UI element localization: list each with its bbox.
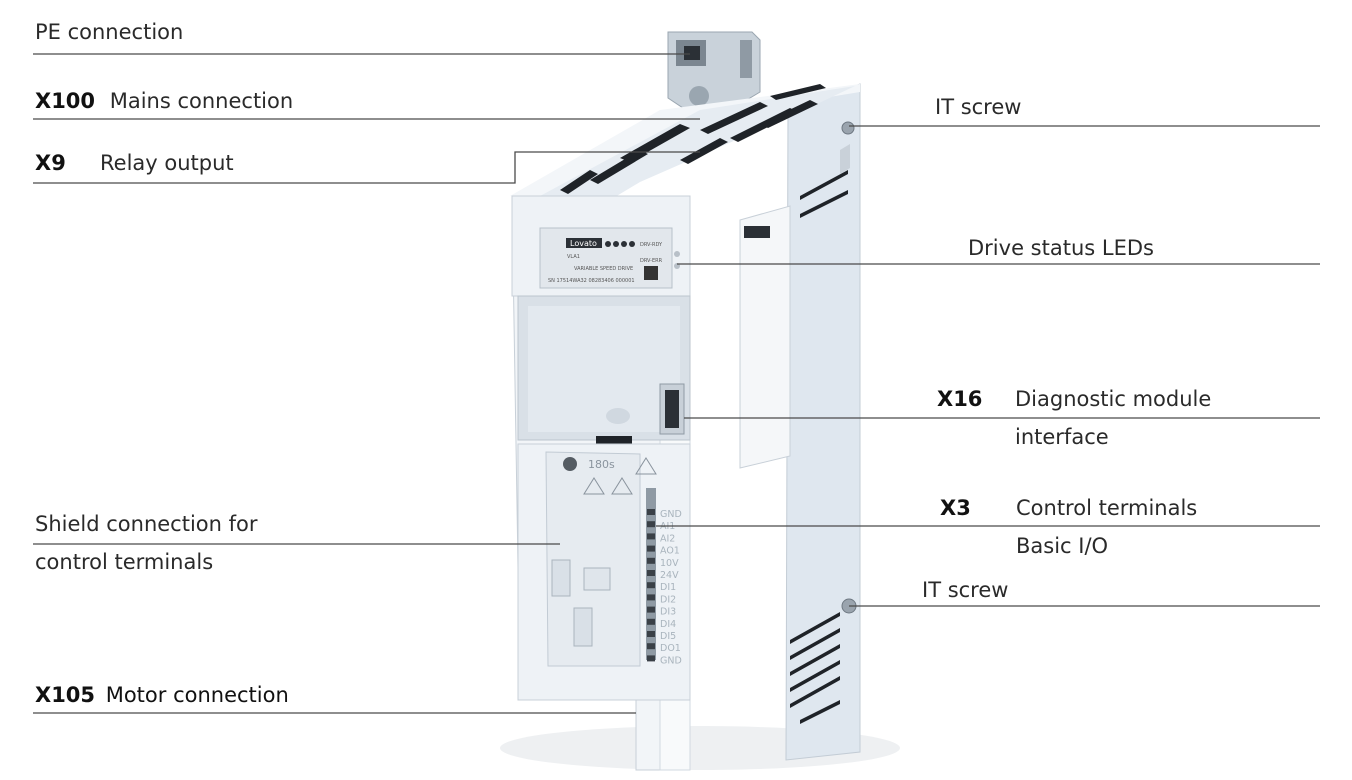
terminal-hole [647, 509, 655, 515]
terminal-hole [647, 557, 655, 564]
terminal-hole [647, 533, 655, 540]
terminal-holes [647, 509, 655, 662]
svg-text:DRV-ERR: DRV-ERR [640, 258, 663, 264]
terminal-hole [647, 582, 655, 589]
terminal-hole [647, 545, 655, 552]
svg-text:SN 17514WA32 08283406 000001: SN 17514WA32 08283406 000001 [548, 278, 635, 284]
x3-code: X3 [940, 496, 971, 520]
terminal-hole [647, 606, 655, 613]
shield-line1: Shield connection for [35, 512, 258, 536]
label-x3-line2: Basic I/O [1016, 534, 1108, 558]
x105-text: Motor connection [105, 683, 289, 707]
brand-mark: Lovato [570, 239, 597, 248]
terminal-label-ai2: AI2 [660, 533, 675, 544]
x9-text: Relay output [100, 151, 234, 175]
x3-line1: Control terminals [1016, 496, 1198, 520]
terminal-label-di1: DI1 [660, 582, 676, 593]
label-x105: X105 Motor connection [35, 683, 289, 707]
terminal-label-24v: 24V [660, 570, 679, 581]
terminal-label-di2: DI2 [660, 594, 676, 605]
x16-code: X16 [937, 387, 983, 411]
it-bottom-text: IT screw [922, 578, 1009, 602]
svg-text:VLA1: VLA1 [567, 254, 580, 260]
label-x9: X9 Relay output [35, 151, 234, 175]
x16-line2: interface [1015, 425, 1109, 449]
terminal-hole [647, 643, 655, 650]
terminal-label-ao1: AO1 [660, 546, 680, 557]
terminal-label-ai1: AI1 [660, 521, 675, 532]
pe-text: PE connection [35, 20, 184, 44]
terminal-hole [647, 570, 655, 576]
x9-leader-line [33, 151, 700, 184]
terminal-label-di4: DI4 [660, 619, 676, 630]
terminal-hole [647, 631, 655, 637]
shield-line2: control terminals [35, 550, 214, 574]
terminal-label-gnd: GND [660, 655, 682, 666]
x100-code: X100 [35, 89, 96, 113]
label-x16-line2: interface [1015, 425, 1109, 449]
label-x16: X16 Diagnostic module [937, 387, 1211, 411]
it-top-text: IT screw [935, 95, 1022, 119]
label-x3: X3 Control terminals [940, 496, 1197, 520]
label-pe-connection: PE connection [35, 20, 183, 44]
x100-text: Mains connection [109, 89, 294, 113]
x105-code: X105 [35, 683, 96, 707]
label-it-screw-top: IT screw [935, 95, 1021, 119]
label-it-screw-bottom: IT screw [922, 578, 1008, 602]
label-shield: Shield connection for [35, 512, 258, 536]
label-shield-line2: control terminals [35, 550, 213, 574]
terminal-label-gnd: GND [660, 509, 682, 520]
svg-text:DRV-RDY: DRV-RDY [640, 242, 663, 248]
x3-line2: Basic I/O [1016, 534, 1109, 558]
label-x100: X100 Mains connection [35, 89, 293, 113]
terminal-label-di3: DI3 [660, 607, 676, 618]
svg-text:VARIABLE SPEED DRIVE: VARIABLE SPEED DRIVE [574, 266, 633, 272]
terminal-hole [647, 618, 655, 625]
terminal-hole [647, 655, 655, 662]
label-drive-status-leds: Drive status LEDs [968, 236, 1154, 260]
terminal-label-do1: DO1 [660, 643, 681, 654]
terminal-label-10v: 10V [660, 558, 679, 569]
terminal-hole [647, 521, 655, 528]
leds-text: Drive status LEDs [968, 236, 1154, 260]
svg-text:180s: 180s [588, 458, 615, 471]
terminal-hole [647, 594, 655, 601]
x9-code: X9 [35, 151, 66, 175]
x16-line1: Diagnostic module [1015, 387, 1212, 411]
terminal-label-di5: DI5 [660, 631, 676, 642]
